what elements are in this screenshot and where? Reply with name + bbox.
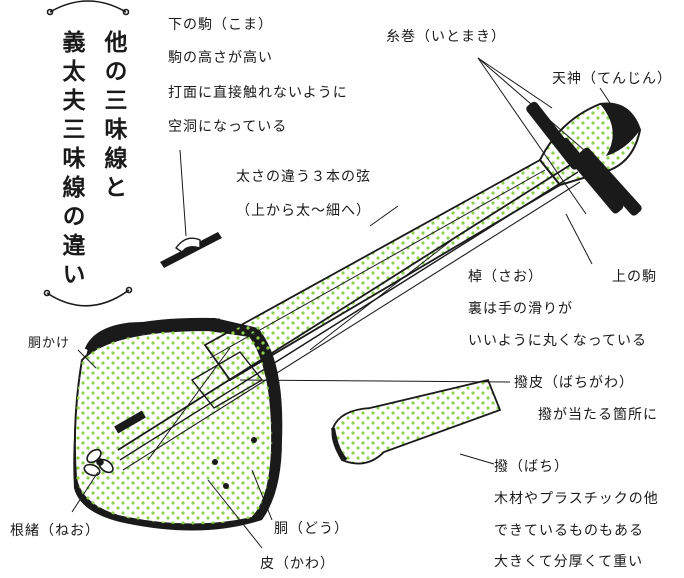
bachi-note-2: できているものもある xyxy=(494,523,644,539)
leader-lines xyxy=(71,57,621,549)
bachi-note-3: 大きくて分厚くて重い xyxy=(494,554,644,570)
bachi-note-1: 木材やプラスチックの他 xyxy=(494,491,659,507)
shita-koma-note-2: 打面に直接触れないように xyxy=(168,85,348,101)
tenjin-label: 天神（てんじん） xyxy=(552,71,672,87)
neo-tassel xyxy=(83,448,114,477)
bachigawa-label: 撥皮（ばちがわ） xyxy=(514,375,634,391)
sao-note-2: いいように丸くなっている xyxy=(468,333,648,349)
shita-koma-piece xyxy=(160,232,222,268)
sao-label: 棹（さお） xyxy=(468,269,543,285)
kawa-label: 皮（かわ） xyxy=(260,556,335,572)
sao-note-1: 裏は手の滑りが xyxy=(468,301,573,317)
bachi-plectrum xyxy=(331,378,502,465)
strings-lines xyxy=(117,161,581,471)
neo-label: 根緒（ねお） xyxy=(10,523,100,539)
title-col-2: 義太夫三味線の違い xyxy=(58,30,85,291)
strings-label: 太さの違う３本の弦 xyxy=(236,169,371,185)
dokake-label: 胴かけ xyxy=(28,336,71,351)
do-body xyxy=(73,317,283,531)
body-bridge xyxy=(114,410,146,434)
do-label: 胴（どう） xyxy=(274,521,349,537)
title-ornament-bottom xyxy=(43,286,133,307)
tenjin-head xyxy=(538,102,642,187)
title-ornament-top xyxy=(46,0,130,16)
title-col-1: 他の三味線と xyxy=(100,30,127,204)
itomaki-label: 糸巻（いとまき） xyxy=(386,29,506,45)
bachi-label: 撥（ばち） xyxy=(494,459,569,475)
shita-koma-note-1: 駒の高さが高い xyxy=(168,50,273,66)
shita-koma-label: 下の駒（こま） xyxy=(168,17,273,33)
itomaki-pegs xyxy=(526,101,642,216)
strings-note: （上から太〜細へ） xyxy=(236,203,371,219)
bachigawa-note: 撥が当たる箇所に xyxy=(538,407,658,423)
shita-koma-note-3: 空洞になっている xyxy=(168,119,288,135)
ue-koma-label: 上の駒 xyxy=(612,269,657,285)
